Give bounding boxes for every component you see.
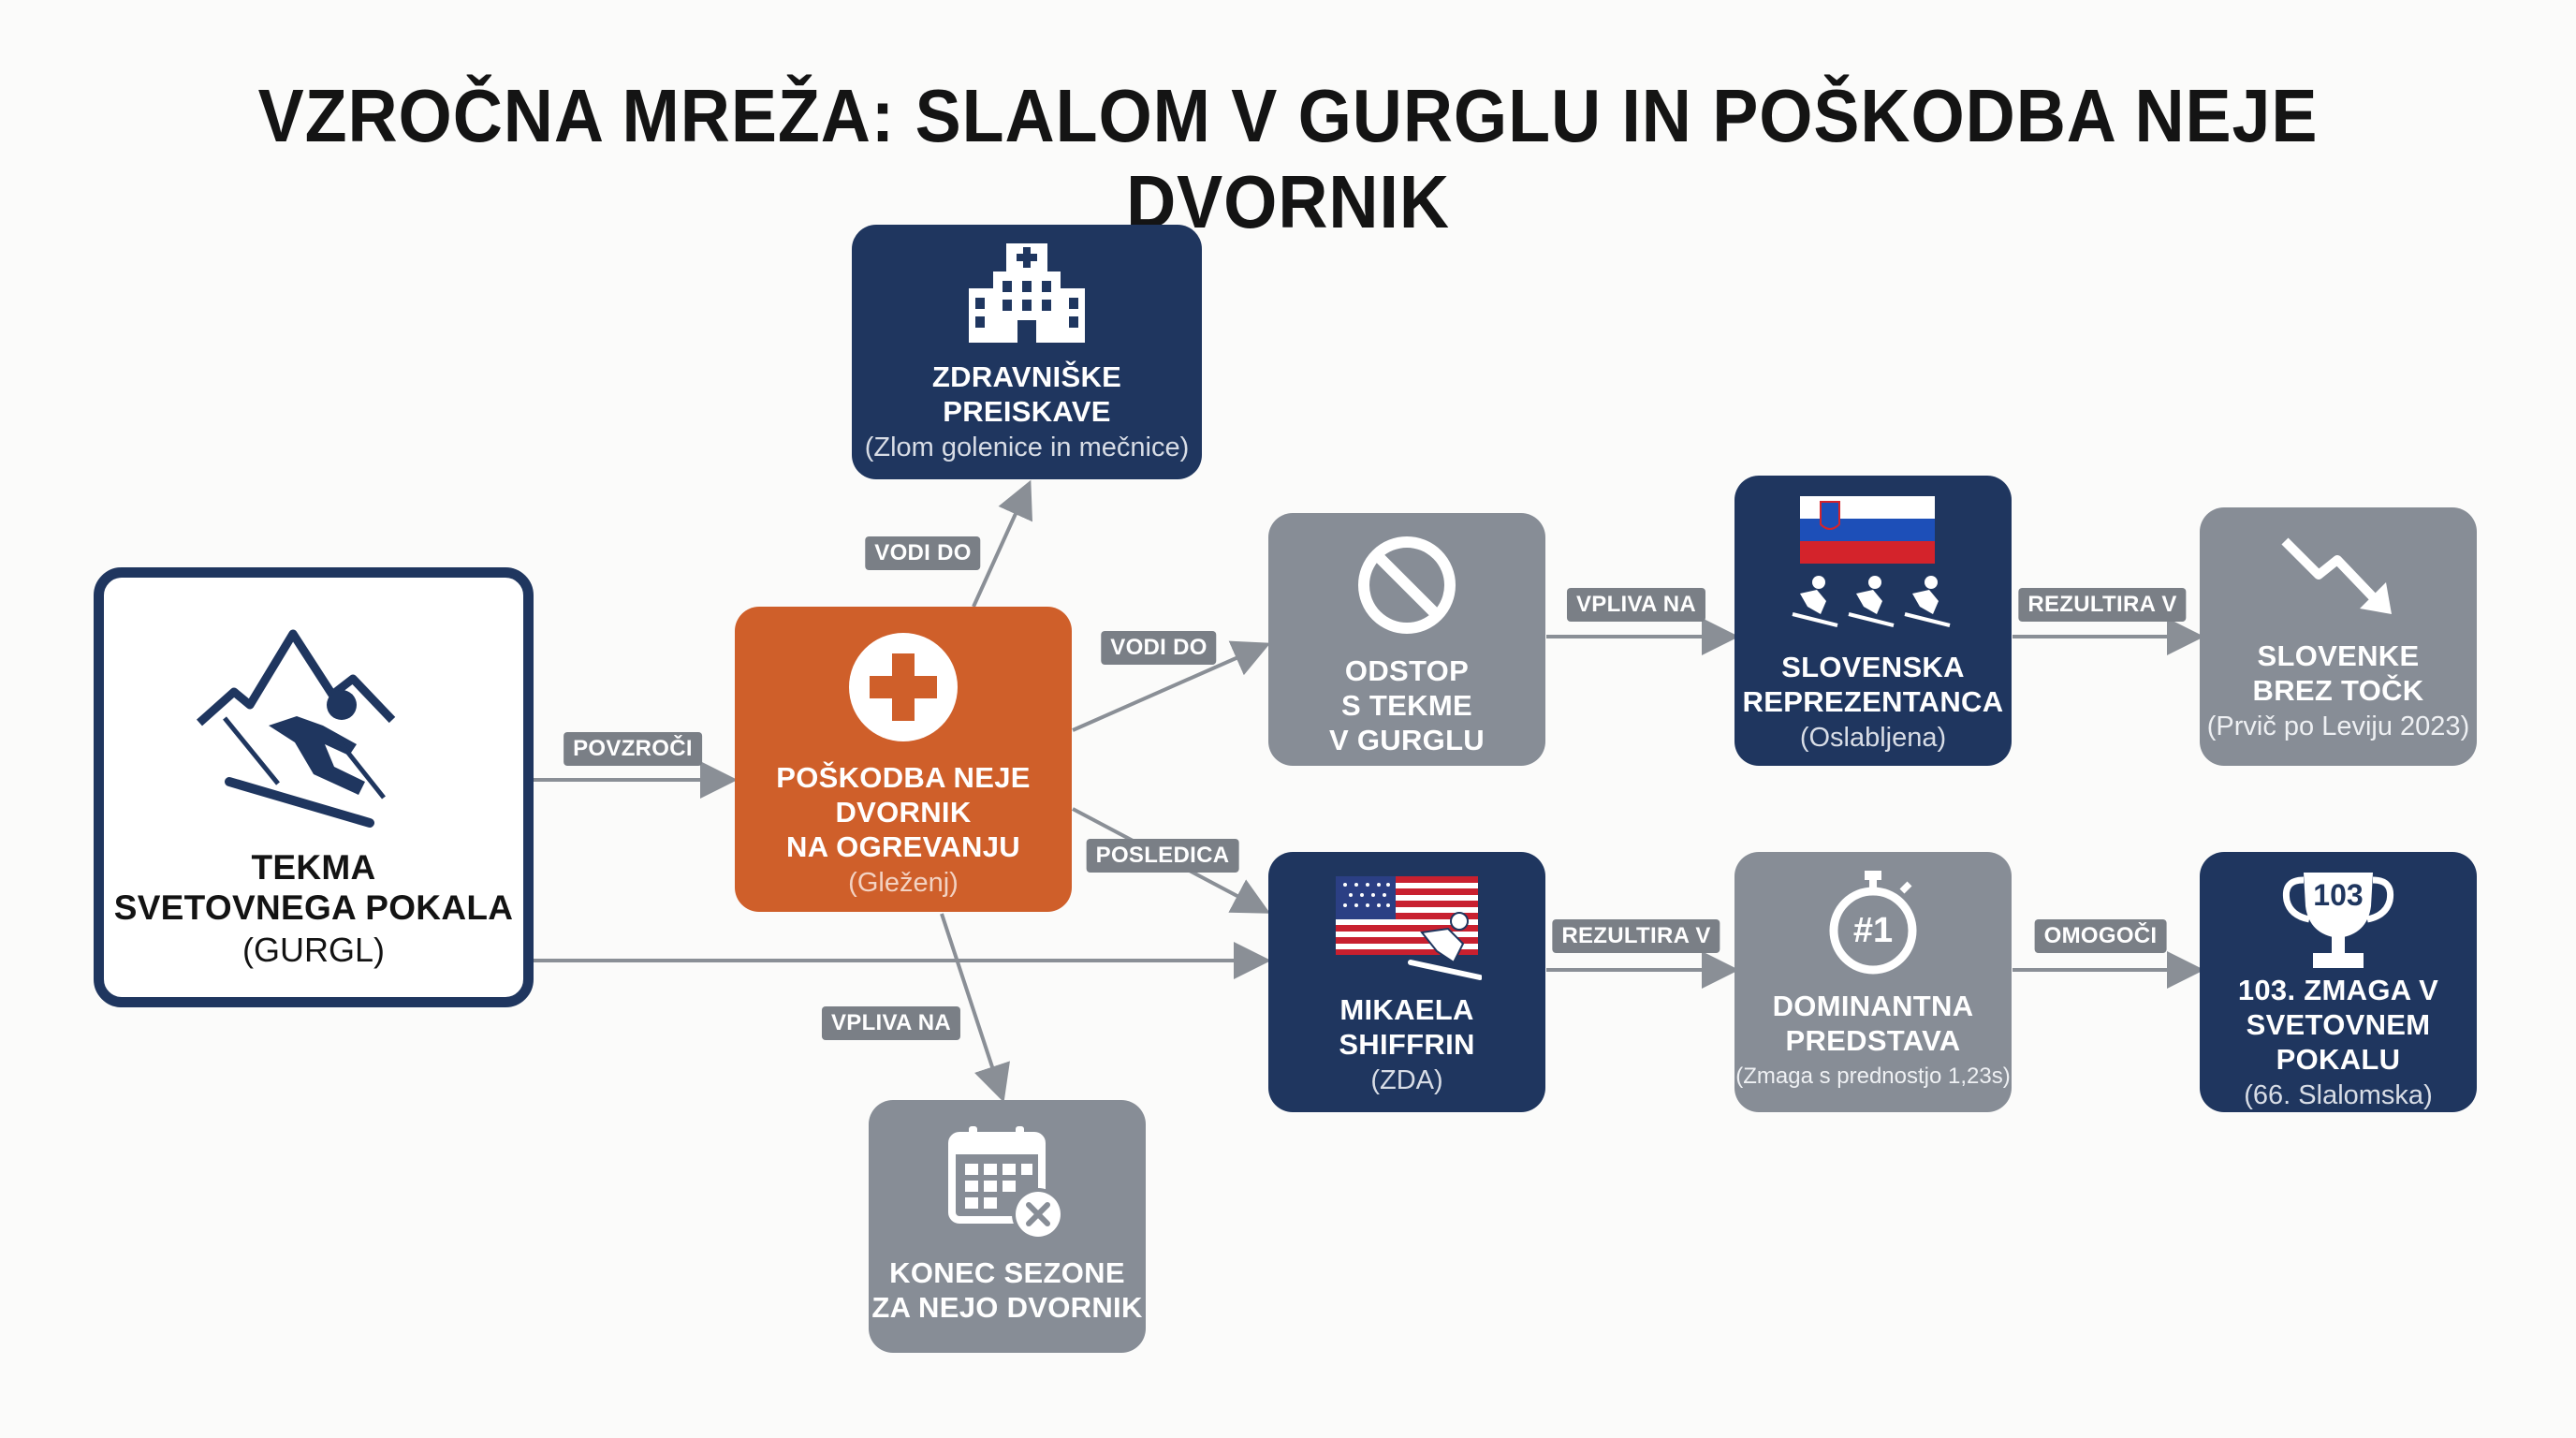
stopwatch-badge: #1 <box>1852 911 1894 950</box>
node-konec-title: KONEC SEZONE ZA NEJO DVORNIK <box>871 1256 1143 1324</box>
page-title: VZROČNA MREŽA: SLALOM V GURGLU IN POŠKOD… <box>257 74 2319 243</box>
medical-cross-icon <box>849 633 958 741</box>
node-reprezentanca-sub: (Oslabljena) <box>1799 723 1947 753</box>
node-brez-tock: SLOVENKE BREZ TOČK (Prvič po Leviju 2023… <box>2200 507 2477 766</box>
arrow-poskodba-to-konec <box>940 913 1010 1103</box>
node-brez-tock-title: SLOVENKE BREZ TOČK <box>2252 639 2424 707</box>
node-konec: KONEC SEZONE ZA NEJO DVORNIK <box>869 1100 1146 1353</box>
node-reprezentanca-title: SLOVENSKA REPREZENTANCA <box>1742 651 2004 718</box>
node-preiskave-sub: (Zlom golenice in mečnice) <box>864 433 1190 462</box>
edge-label-vodi-do-odstop: VODI DO <box>1101 631 1217 665</box>
node-brez-tock-sub: (Prvič po Leviju 2023) <box>2206 712 2470 741</box>
node-poskodba: POŠKODBA NEJE DVORNIK NA OGREVANJU (Glež… <box>735 607 1072 912</box>
prohibited-icon <box>1358 536 1456 634</box>
edge-label-povzroci: POVZROČI <box>564 732 702 766</box>
arrow-poskodba-to-odstop <box>1072 640 1271 732</box>
node-tekma-title: TEKMA SVETOVNEGA POKALA <box>113 848 514 927</box>
edge-label-vodi-do-preiskave: VODI DO <box>865 536 981 570</box>
node-tekma-sub: (GURGL) <box>242 931 385 969</box>
trophy-icon: 103 <box>2277 869 2399 968</box>
node-preiskave: ZDRAVNIŠKE PREISKAVE (Zlom golenice in m… <box>852 225 1202 479</box>
edge-label-omogoci: OMOGOČI <box>2034 919 2167 953</box>
node-poskodba-sub: (Gleženj) <box>848 868 959 898</box>
stopwatch-icon: #1 <box>1822 869 1925 976</box>
edge-label-posledica: POSLEDICA <box>1086 839 1239 873</box>
skier-mountains-icon <box>197 629 396 828</box>
edge-label-rezultira-v-brez-tock: REZULTIRA V <box>2018 588 2187 622</box>
calendar-cancel-icon <box>948 1126 1064 1240</box>
node-predstava-sub: (Zmaga s prednostjo 1,23s) <box>1735 1064 2011 1089</box>
node-odstop: ODSTOP S TEKME V GURGLU <box>1268 513 1545 766</box>
node-tekma: TEKMA SVETOVNEGA POKALA (GURGL) <box>94 567 534 1007</box>
slovenia-flag-skiers-icon <box>1792 496 1951 627</box>
node-odstop-title: ODSTOP S TEKME V GURGLU <box>1328 654 1485 756</box>
node-predstava: #1 DOMINANTNA PREDSTAVA (Zmaga s prednos… <box>1734 852 2012 1112</box>
hospital-icon <box>969 243 1085 343</box>
edge-label-vpliva-na-reprezentanca: VPLIVA NA <box>1566 588 1706 622</box>
trend-down-icon <box>2281 537 2392 614</box>
usa-flag-skier-icon <box>1336 876 1482 980</box>
node-preiskave-title: ZDRAVNIŠKE PREISKAVE <box>931 360 1122 428</box>
node-zmaga-title: 103. ZMAGA V SVETOVNEM POKALU <box>2237 974 2439 1076</box>
node-zmaga-sub: (66. Slalomska) <box>2244 1080 2433 1110</box>
node-zmaga: 103 103. ZMAGA V SVETOVNEM POKALU (66. S… <box>2200 852 2477 1112</box>
node-shiffrin: MIKAELA SHIFFRIN (ZDA) <box>1268 852 1545 1112</box>
node-poskodba-title: POŠKODBA NEJE DVORNIK NA OGREVANJU <box>776 761 1031 863</box>
trophy-badge: 103 <box>2313 878 2364 912</box>
edge-label-rezultira-v-predstava: REZULTIRA V <box>1552 919 1720 953</box>
node-predstava-title: DOMINANTNA PREDSTAVA <box>1772 990 1974 1057</box>
edge-label-vpliva-na-konec: VPLIVA NA <box>821 1006 961 1040</box>
node-shiffrin-sub: (ZDA) <box>1370 1065 1443 1095</box>
node-shiffrin-title: MIKAELA SHIFFRIN <box>1339 993 1475 1061</box>
arrow-poskodba-to-preiskave <box>972 479 1033 608</box>
node-reprezentanca: SLOVENSKA REPREZENTANCA (Oslabljena) <box>1734 476 2012 766</box>
